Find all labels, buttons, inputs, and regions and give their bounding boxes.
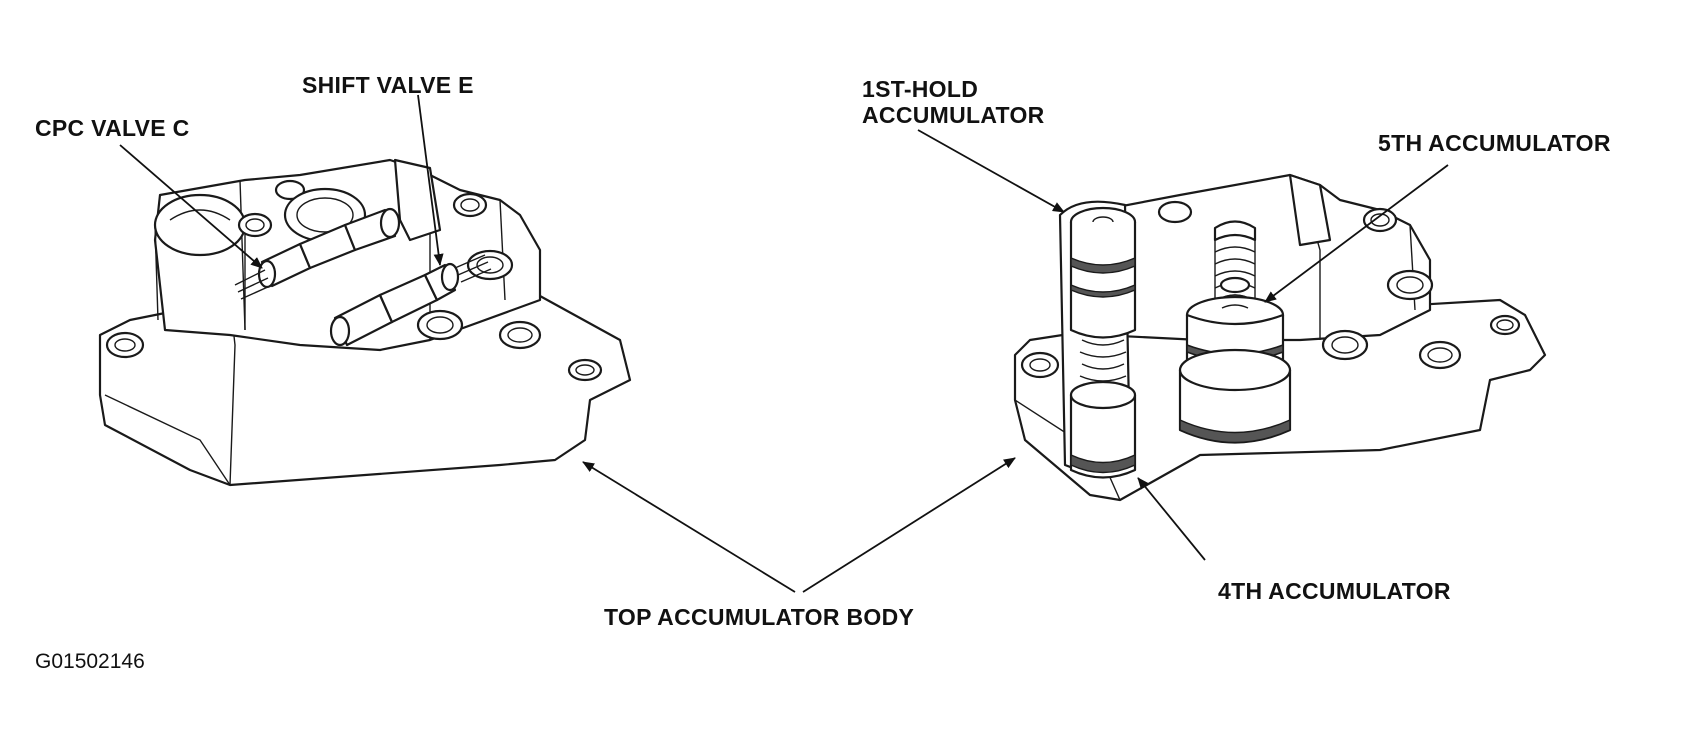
top-body-leader-right	[802, 457, 1016, 593]
shift-valve-leader	[417, 94, 444, 266]
shift-valve-e-label: SHIFT VALVE E	[302, 72, 474, 98]
cpc-valve-c-label: CPC VALVE C	[35, 115, 190, 141]
first-hold-leader	[917, 129, 1065, 213]
top-accumulator-body-label: TOP ACCUMULATOR BODY	[604, 604, 915, 630]
figure-code: G01502146	[35, 650, 145, 673]
fifth-accumulator-leader	[1264, 164, 1449, 303]
top-body-leader-left	[582, 461, 796, 593]
fifth-accumulator-label: 5TH ACCUMULATOR	[1378, 130, 1611, 156]
left-accumulator-body	[98, 158, 632, 487]
first-hold-label-line2: ACCUMULATOR	[862, 102, 1045, 128]
first-hold-label-line1: 1ST-HOLD	[862, 76, 979, 102]
fourth-accumulator-leader	[1137, 477, 1206, 561]
leader-lines	[119, 94, 1449, 593]
right-accumulator-body	[1013, 173, 1547, 502]
fourth-accumulator-label: 4TH ACCUMULATOR	[1218, 578, 1451, 604]
cpc-valve-leader	[119, 144, 263, 269]
